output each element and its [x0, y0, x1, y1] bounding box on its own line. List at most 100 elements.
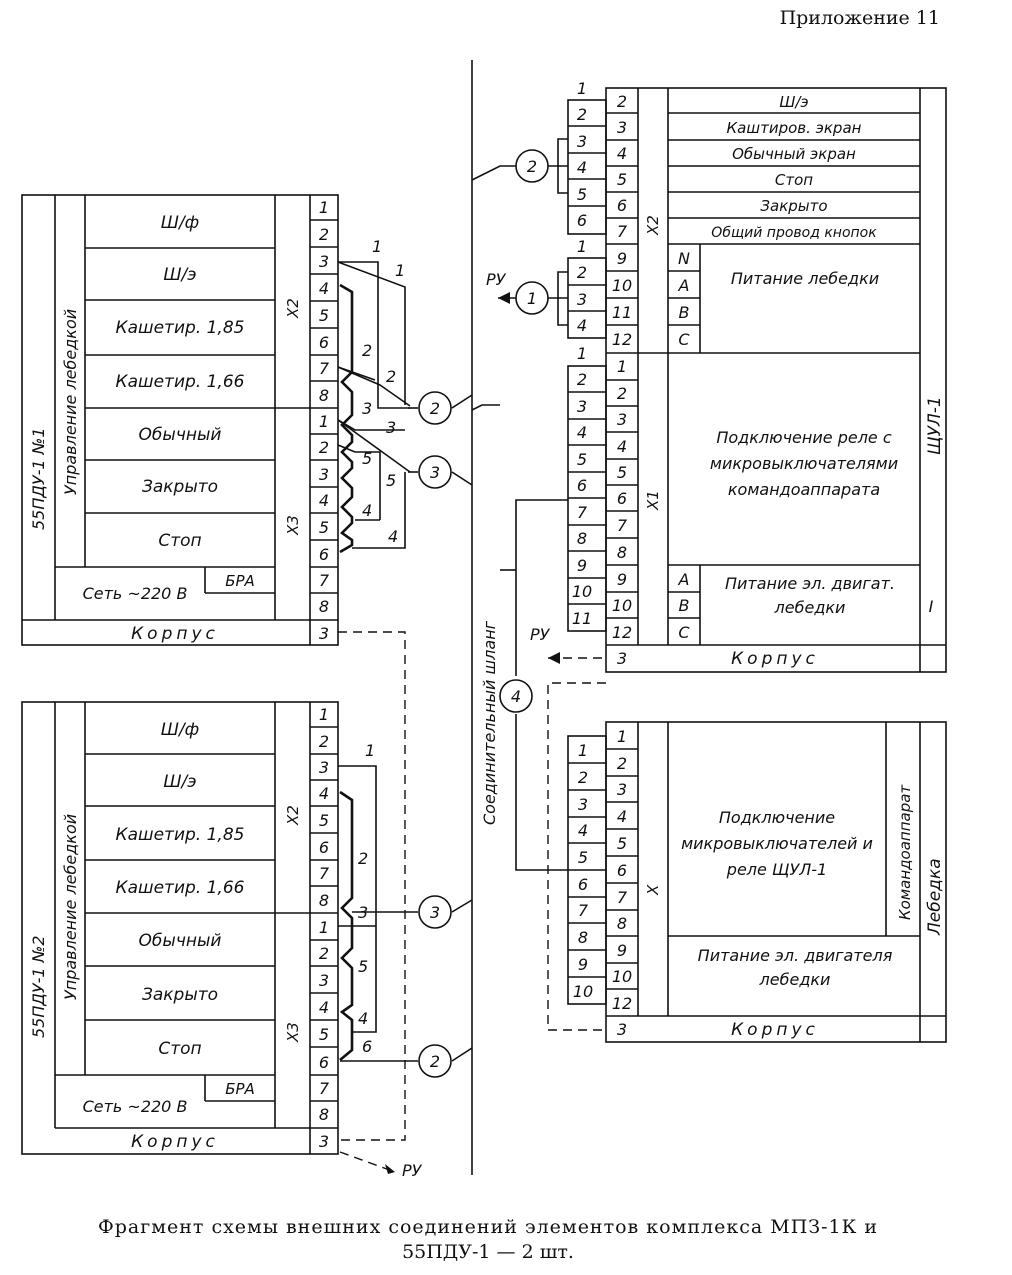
shchul-x2: X2 [644, 215, 662, 236]
pin: 6 [617, 861, 627, 880]
svg-text:3: 3 [430, 463, 440, 482]
pin: 4 [577, 158, 587, 177]
pin: 9 [577, 556, 587, 575]
phase-letter: A [678, 570, 690, 589]
phase-letter: A [678, 276, 690, 295]
svg-text:2: 2 [430, 399, 440, 418]
pin: 12 [612, 330, 632, 349]
pin: 5 [578, 848, 588, 867]
pin: 9 [617, 249, 627, 268]
shchul-func: Закрыто [760, 197, 827, 215]
pin: 10 [612, 967, 632, 986]
pin: 9 [617, 941, 627, 960]
pin: 3 [319, 758, 329, 777]
pin: 11 [572, 609, 592, 628]
svg-text:4: 4 [511, 687, 521, 706]
relay-text: Подключение реле с микровыключателями ко… [709, 428, 899, 499]
pdu1-net: Сеть ~220 В [83, 584, 188, 603]
pin: 3 [319, 1132, 329, 1151]
pdu1-func: Ш/ф [161, 213, 199, 233]
phase-letter: N [678, 249, 690, 268]
pin: 9 [617, 570, 627, 589]
lebedka-title: Лебедка [925, 858, 945, 936]
pin: 7 [578, 901, 589, 920]
phase-letter: C [678, 623, 690, 642]
phase-letter: C [678, 330, 690, 349]
wire-label: 2 [386, 367, 396, 386]
pin: 2 [319, 732, 329, 751]
pin: 5 [319, 306, 329, 325]
pin: 1 [319, 918, 329, 937]
pin: 1 [319, 198, 329, 217]
pin: 4 [319, 784, 329, 803]
pin: 5 [577, 450, 587, 469]
pdu2-x2: X2 [284, 805, 302, 826]
circle-marker: 4 [499, 679, 533, 713]
circle-marker: 2 [418, 1044, 452, 1078]
pin: 4 [319, 491, 329, 510]
pin: 3 [617, 1020, 627, 1039]
wire-label: 3 [358, 903, 368, 922]
pdu1-x2: X2 [284, 298, 302, 319]
pin: 2 [577, 370, 587, 389]
pin: 8 [578, 928, 588, 947]
pin: 7 [319, 1079, 330, 1098]
pdu2-func: Обычный [139, 931, 222, 951]
svg-text:1: 1 [527, 289, 537, 308]
pin: 5 [577, 185, 587, 204]
pin: 4 [578, 821, 588, 840]
wire-label: 4 [358, 1009, 368, 1028]
shchul-func: Обычный экран [732, 145, 856, 163]
shchul-title: ЩУЛ-1 [925, 396, 945, 455]
pin: 8 [617, 914, 627, 933]
pdu1-subtitle: Управление лебедкой [61, 309, 80, 495]
arrow-head [385, 1164, 395, 1174]
circle-marker: 1 [515, 281, 549, 315]
shchul-func: Каштиров. экран [727, 119, 862, 137]
pin: 8 [617, 543, 627, 562]
pin: 6 [319, 333, 329, 352]
lebedka-body: Корпус [731, 1020, 819, 1040]
pin: 11 [612, 303, 632, 322]
pdu2-func: Ш/э [163, 772, 196, 792]
pdu1-func: Ш/э [163, 265, 196, 285]
caption-line2: 55ПДУ-1 — 2 шт. [402, 1241, 574, 1263]
pdu2-func: Кашетир. 1,85 [116, 825, 245, 845]
ru-label: РУ [530, 625, 551, 644]
pin: 3 [319, 252, 329, 271]
pin: 1 [578, 741, 588, 760]
shchul-func: Ш/э [779, 93, 808, 111]
connect-text: Подключение микровыключателей и реле ЩУЛ… [681, 808, 873, 879]
pdu1-bra: БРА [225, 572, 255, 590]
shchul-body: Корпус [731, 649, 819, 669]
pdu1-func: Обычный [139, 425, 222, 445]
pin: 7 [319, 864, 330, 883]
lebedka-motor: Питание эл. двигателя лебедки [697, 946, 893, 989]
pin: 4 [577, 423, 587, 442]
lebedka-block: Лебедка Командоаппарат X Подключение мик… [567, 721, 947, 1043]
komando-label: Командоаппарат [896, 784, 914, 920]
pdu1-title: 55ПДУ-1 №1 [29, 428, 48, 531]
pin: 6 [577, 476, 587, 495]
pin: 7 [319, 571, 330, 590]
pin: 7 [319, 359, 330, 378]
pin: 1 [577, 344, 587, 363]
wire-label: 1 [372, 237, 382, 256]
svg-text:2: 2 [430, 1052, 440, 1071]
lebedka-motor-box: Питание эл. двигателя лебедки [697, 946, 893, 989]
motor-power-box: Питание эл. двигат. лебедки [725, 574, 895, 617]
ru-label: РУ [402, 1161, 423, 1180]
pin: 3 [617, 649, 627, 668]
pin: 2 [577, 263, 587, 282]
wire-label: 4 [362, 501, 372, 520]
wire-label: 1 [365, 741, 375, 760]
pin: 2 [319, 944, 329, 963]
pdu2-func: Ш/ф [161, 720, 199, 740]
pin: 6 [617, 489, 627, 508]
pdu2-func: Кашетир. 1,66 [116, 878, 245, 898]
pin: 1 [617, 357, 627, 376]
pin: 8 [319, 386, 329, 405]
pin: 3 [617, 780, 627, 799]
pin: 4 [617, 437, 627, 456]
pin: 1 [319, 705, 329, 724]
